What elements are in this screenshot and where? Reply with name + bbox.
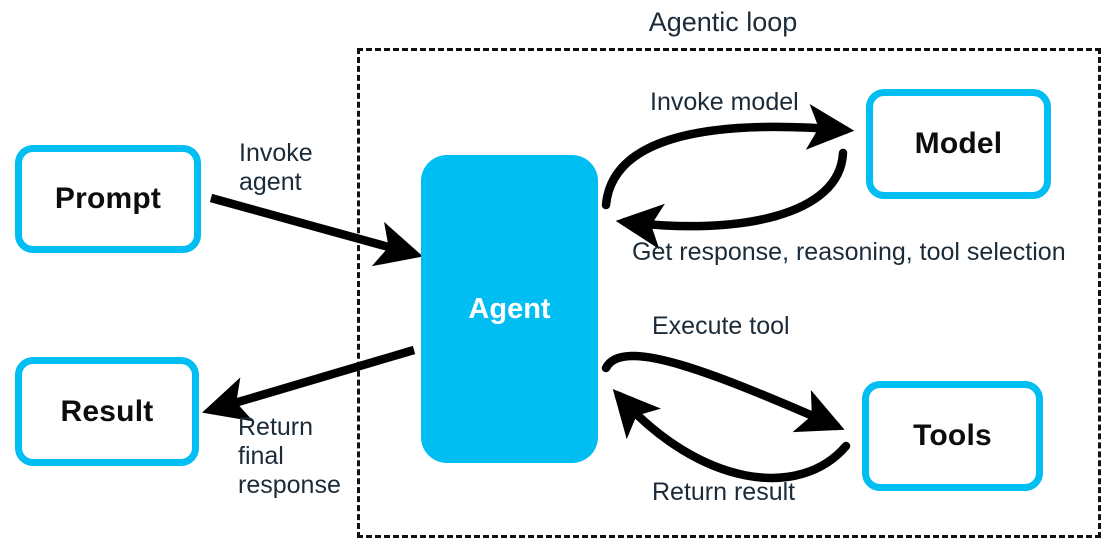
arrow-prompt-to-agent bbox=[209, 193, 424, 267]
edge-label-get-response: Get response, reasoning, tool selection bbox=[632, 238, 1066, 266]
node-tools[interactable]: Tools bbox=[862, 381, 1043, 491]
node-model[interactable]: Model bbox=[866, 89, 1051, 199]
arrow-agent-to-model bbox=[601, 104, 855, 210]
node-prompt[interactable]: Prompt bbox=[15, 145, 201, 253]
edge-label-return-final-response: Return final response bbox=[238, 413, 341, 499]
node-model-label: Model bbox=[914, 127, 1003, 160]
arrow-agent-to-tools bbox=[601, 351, 845, 433]
edge-label-return-result: Return result bbox=[652, 478, 796, 506]
node-prompt-label: Prompt bbox=[54, 182, 162, 215]
agentic-loop-boundary bbox=[357, 48, 1101, 538]
edge-label-invoke-agent: Invoke agent bbox=[239, 139, 313, 196]
node-agent-label: Agent bbox=[468, 292, 551, 325]
arrow-model-to-agent bbox=[615, 148, 848, 250]
arrow-agent-to-result bbox=[202, 345, 416, 422]
edge-label-invoke-model: Invoke model bbox=[650, 88, 799, 116]
node-tools-label: Tools bbox=[913, 419, 992, 452]
node-result-label: Result bbox=[60, 394, 154, 428]
agentic-loop-title: Agentic loop bbox=[648, 7, 798, 37]
node-result[interactable]: Result bbox=[15, 357, 199, 466]
node-agent[interactable]: Agent bbox=[421, 155, 598, 463]
edge-label-execute-tool: Execute tool bbox=[652, 312, 790, 340]
arrow-tools-to-agent bbox=[612, 389, 851, 483]
